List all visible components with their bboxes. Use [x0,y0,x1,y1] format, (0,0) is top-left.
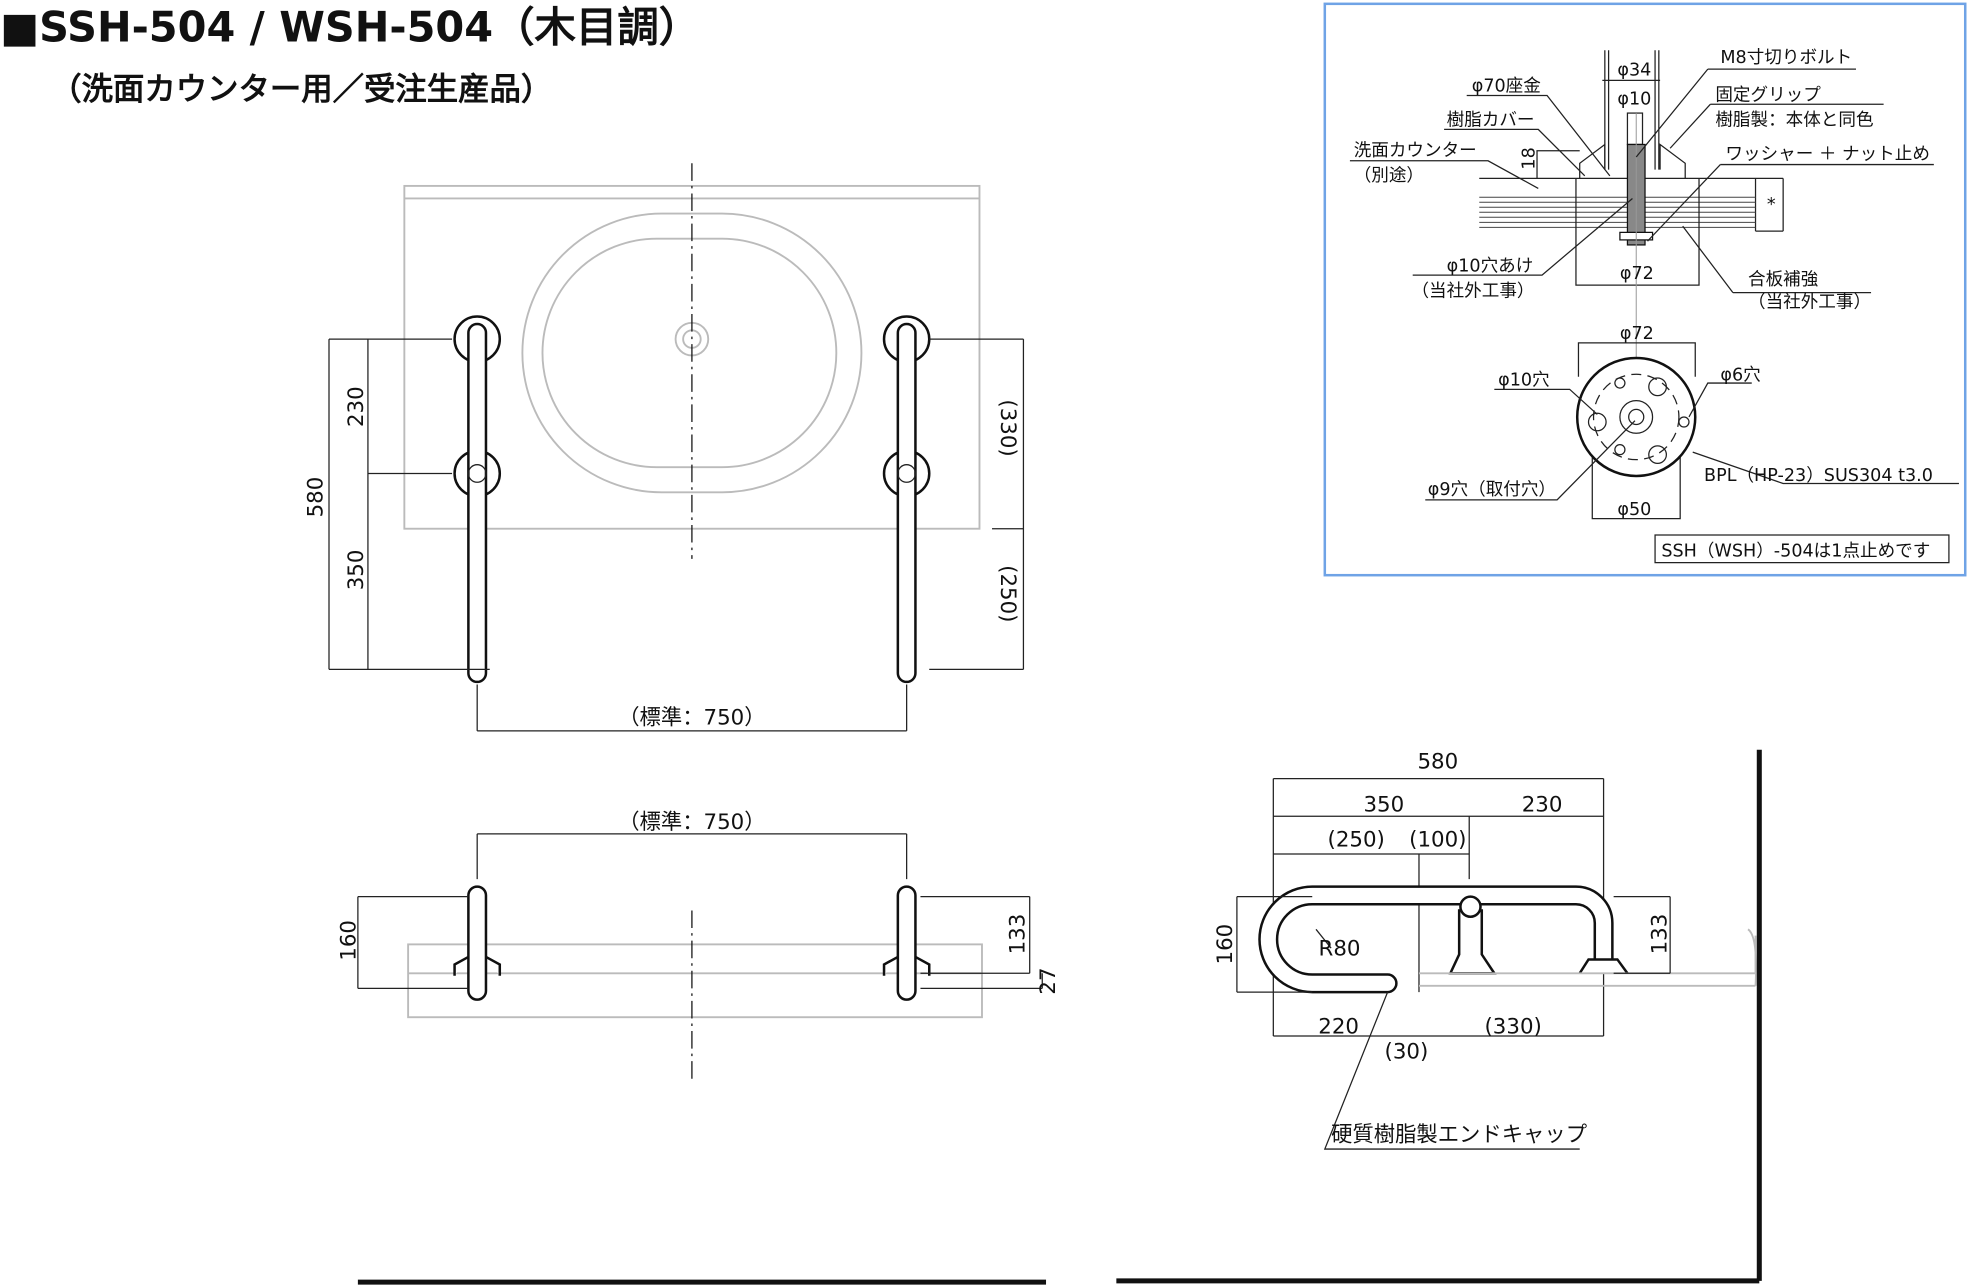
label-hole10b: φ10穴 [1498,371,1550,391]
note-single-point: SSH（WSH）-504は1点止めです [1661,541,1930,561]
label-star: * [1767,195,1776,215]
dim-100-side: (100) [1409,827,1466,852]
dim-220: 220 [1318,1015,1359,1040]
dim-330-side: (330) [1484,1015,1541,1040]
grab-bar-left [453,315,502,684]
detail-inset: M8寸切りボルト φ34 φ10 φ70座金 固定グリップ 樹脂製：本体と同色 … [1323,2,1967,577]
dim-250: (250) [995,565,1020,622]
dim-750-front: （標準：750） [618,810,765,835]
dim-230-side: 230 [1522,792,1563,817]
label-d34: φ34 [1617,60,1651,80]
dim-230: 230 [344,386,369,427]
dim-250-side: (250) [1328,827,1385,852]
label-bolt: M8寸切りボルト [1720,48,1852,68]
label-d72a: φ72 [1620,264,1654,284]
label-washer-nut: ワッシャー ＋ ナット止め [1725,145,1930,165]
side-view: 580 350 230 (250) (100) 160 133 R80 220 … [1116,750,1762,1284]
label-d72b: φ72 [1620,324,1654,344]
end-cap-label: 硬質樹脂製エンドキャップ [1331,1123,1587,1148]
label-plywood: 合板補強 [1748,270,1818,290]
label-d10: φ10 [1617,89,1651,109]
label-counter-note: （別途） [1354,166,1424,186]
grab-bar-right [882,315,931,684]
dim-160-front: 160 [336,920,361,961]
label-plywood-note: （当社外工事） [1748,293,1871,313]
label-hole10: φ10穴あけ [1447,256,1534,276]
dim-580-side: 580 [1417,750,1458,775]
page-subtitle: （洗面カウンター用／受注生産品） [50,71,552,107]
dim-133-side: 133 [1647,914,1672,955]
label-hole6: φ6穴 [1720,366,1760,386]
label-18: 18 [1520,147,1540,169]
radius-label: R80 [1319,937,1361,962]
front-view: （標準：750） 160 133 27 [336,810,1061,1080]
dim-27: 27 [1036,967,1061,994]
basin-outer [521,212,863,494]
dim-750: （標準：750） [618,706,765,731]
label-d50: φ50 [1617,500,1651,520]
dim-350: 350 [344,550,369,591]
page-title: ■SSH-504 / WSH-504（木目調） [0,4,700,52]
dim-350-side: 350 [1363,792,1404,817]
label-washer70: φ70座金 [1472,77,1542,97]
dim-133-front: 133 [1006,914,1031,955]
basin-inner [541,237,838,469]
label-hole10-note: （当社外工事） [1411,281,1534,301]
label-counter: 洗面カウンター [1354,141,1477,161]
plan-view: 580 230 350 (330) (250) （標準：750） [304,163,1025,732]
label-plate: BPL（HP-23）SUS304 t3.0 [1704,466,1933,486]
label-grip: 固定グリップ [1715,86,1821,106]
dim-580: 580 [304,477,329,518]
dim-30: (30) [1385,1040,1429,1065]
label-hole9: φ9穴（取付穴） [1428,480,1556,500]
dim-330: (330) [995,399,1020,456]
label-cover: 樹脂カバー [1447,111,1535,131]
dim-160-side: 160 [1213,924,1238,965]
label-grip-material: 樹脂製：本体と同色 [1715,111,1873,131]
